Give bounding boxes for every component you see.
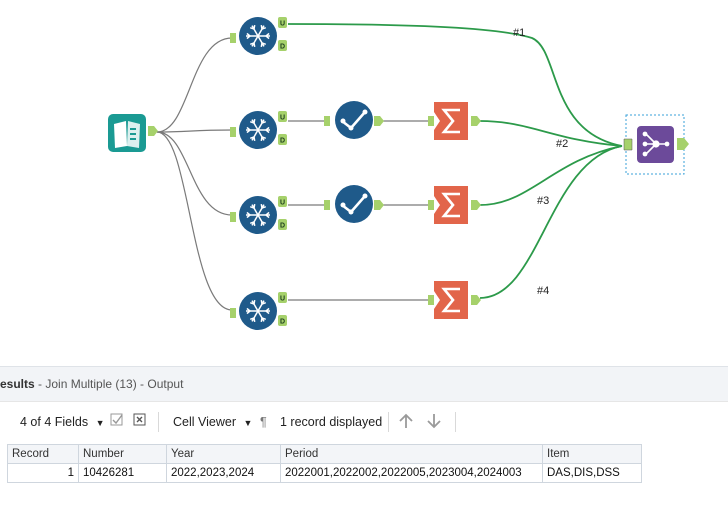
- duplicate-anchor-label: D: [280, 223, 285, 230]
- connection-label-4: #4: [537, 285, 549, 297]
- column-header[interactable]: Record: [7, 444, 79, 464]
- input-anchor[interactable]: [230, 127, 236, 137]
- number-cell[interactable]: 10426281: [78, 463, 167, 483]
- select-tool-1[interactable]: [324, 101, 384, 139]
- snowflake-icon: [246, 119, 270, 141]
- input-anchor[interactable]: [230, 212, 236, 222]
- input-anchor[interactable]: [230, 308, 236, 318]
- intermediate-wires: [288, 120, 428, 301]
- input-wires: [156, 37, 233, 311]
- sigma-icon: [441, 287, 460, 313]
- snowflake-icon: [246, 204, 270, 226]
- records-count: 1 record displayed: [280, 415, 383, 429]
- pilcrow-icon[interactable]: ¶: [260, 415, 267, 429]
- toolbar-divider: [455, 412, 456, 432]
- caret-down-icon: ▼: [95, 418, 105, 428]
- record-cell[interactable]: 1: [7, 463, 79, 483]
- results-title: esults: [0, 377, 35, 391]
- duplicate-anchor-label: D: [280, 44, 285, 51]
- unique-anchor-label: U: [280, 115, 285, 122]
- join-multiple-tool[interactable]: [623, 114, 689, 175]
- unique-anchor[interactable]: [278, 17, 287, 28]
- connection-label-3: #3: [537, 195, 549, 207]
- connection-label-2: #2: [556, 138, 568, 150]
- fields-dropdown-label: 4 of 4 Fields: [20, 415, 89, 429]
- results-grid: Record Number Year Period Item 1 1042628…: [0, 442, 728, 515]
- toolbar-divider: [158, 412, 159, 432]
- duplicate-anchor[interactable]: [278, 40, 287, 51]
- arrow-down-icon[interactable]: [426, 413, 442, 432]
- results-panel-header: esults - Join Multiple (13) - Output: [0, 366, 728, 401]
- summarize-tools: [428, 102, 481, 319]
- join-input-anchor[interactable]: [623, 138, 633, 151]
- snowflake-icon: [246, 25, 270, 47]
- unique-anchor[interactable]: [278, 111, 287, 122]
- arrow-up-icon[interactable]: [398, 413, 414, 432]
- item-cell[interactable]: DAS,DIS,DSS: [542, 463, 642, 483]
- duplicate-anchor-label: D: [280, 138, 285, 145]
- output-anchor[interactable]: [148, 126, 158, 136]
- input-anchor[interactable]: [230, 33, 236, 43]
- column-header[interactable]: Period: [280, 444, 543, 464]
- column-header[interactable]: Item: [542, 444, 642, 464]
- summarize-tool-2[interactable]: [428, 186, 481, 224]
- unique-anchor-label: U: [280, 21, 285, 28]
- unique-anchor[interactable]: [278, 196, 287, 207]
- fields-dropdown[interactable]: 4 of 4 Fields ▼: [20, 415, 105, 429]
- duplicate-anchor-label: D: [280, 319, 285, 326]
- output-anchor[interactable]: [471, 116, 481, 126]
- summarize-tool-3[interactable]: [428, 281, 481, 319]
- join-output-anchor[interactable]: [677, 138, 689, 150]
- column-header[interactable]: Year: [166, 444, 281, 464]
- results-toolbar: 4 of 4 Fields ▼ Cell Viewer ▼ ¶ 1 record…: [0, 401, 728, 442]
- unique-anchor-label: U: [280, 296, 285, 303]
- join-multiple-icon: [645, 133, 666, 155]
- column-header[interactable]: Number: [78, 444, 167, 464]
- caret-down-icon: ▼: [243, 418, 253, 428]
- results-table: Record Number Year Period Item 1 1042628…: [7, 444, 642, 483]
- unique-tool-4[interactable]: UD: [230, 292, 287, 330]
- unique-tool-2[interactable]: UD: [230, 111, 287, 149]
- select-tool-2[interactable]: [324, 185, 384, 223]
- clear-box-icon[interactable]: [133, 413, 147, 430]
- table-row[interactable]: 1 10426281 2022,2023,2024 2022001,202200…: [7, 463, 642, 483]
- book-icon: [114, 121, 140, 148]
- duplicate-anchor[interactable]: [278, 219, 287, 230]
- checkbox-edit-icon[interactable]: [110, 413, 124, 430]
- unique-anchor[interactable]: [278, 292, 287, 303]
- duplicate-anchor[interactable]: [278, 134, 287, 145]
- sigma-icon: [441, 108, 460, 134]
- input-data-tool[interactable]: [108, 114, 158, 152]
- cell-viewer-label: Cell Viewer: [173, 415, 236, 429]
- output-wires: [287, 23, 623, 299]
- summarize-tool-1[interactable]: [428, 102, 481, 140]
- period-cell[interactable]: 2022001,2022002,2022005,2023004,2024003: [280, 463, 543, 483]
- unique-tool-3[interactable]: UD: [230, 196, 287, 234]
- table-header-row: Record Number Year Period Item: [7, 444, 642, 464]
- year-cell[interactable]: 2022,2023,2024: [166, 463, 281, 483]
- connection-label-1: #1: [513, 27, 525, 39]
- output-anchor[interactable]: [471, 295, 481, 305]
- duplicate-anchor[interactable]: [278, 315, 287, 326]
- unique-tool-1[interactable]: UD: [230, 17, 287, 55]
- output-anchor[interactable]: [471, 200, 481, 210]
- sigma-icon: [441, 192, 460, 218]
- unique-anchor-label: U: [280, 200, 285, 207]
- toolbar-divider: [388, 412, 389, 432]
- cell-viewer-dropdown[interactable]: Cell Viewer ▼: [173, 415, 252, 429]
- results-subtitle: - Join Multiple (13) - Output: [34, 377, 184, 391]
- snowflake-icon: [246, 300, 270, 322]
